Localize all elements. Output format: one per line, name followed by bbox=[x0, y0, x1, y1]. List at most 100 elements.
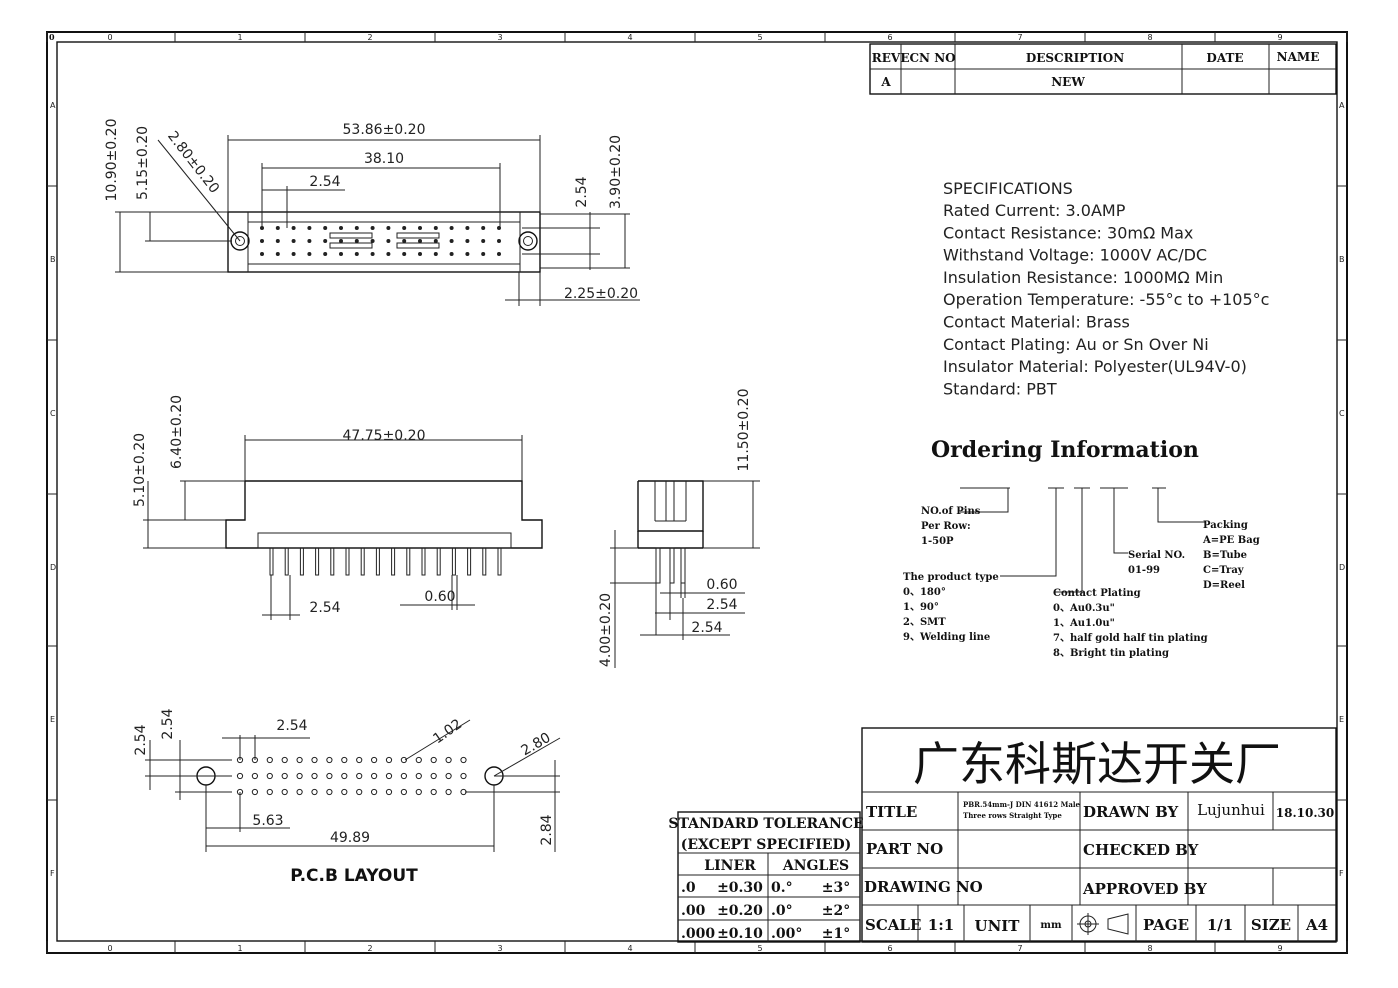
dim-hole-diameter: 2.80±0.20 bbox=[164, 128, 222, 196]
dim-top-pitch: 2.54 bbox=[309, 174, 340, 190]
ordering-pins-line: Per Row: bbox=[921, 521, 971, 532]
front-pin bbox=[360, 547, 365, 576]
tolerance-table: STANDARD TOLERANCE (EXCEPT SPECIFIED) LI… bbox=[668, 811, 864, 943]
name-header: NAME bbox=[1277, 50, 1320, 64]
top-pin bbox=[402, 252, 407, 256]
front-pin bbox=[451, 547, 456, 576]
front-pin bbox=[482, 547, 487, 576]
frame-col-label-top: 4 bbox=[627, 33, 632, 42]
dim-body-width: 47.75±0.20 bbox=[343, 428, 426, 444]
title-label: TITLE bbox=[866, 803, 917, 821]
top-pin bbox=[497, 239, 501, 243]
pcb-hole bbox=[266, 756, 273, 764]
frame-col-label-top: 8 bbox=[1147, 33, 1152, 42]
top-pin bbox=[497, 252, 501, 256]
dim-pin-length: 4.00±0.20 bbox=[598, 593, 614, 667]
pcb-hole bbox=[415, 788, 422, 796]
frame-row-label-left: C bbox=[50, 409, 56, 418]
pcb-hole bbox=[296, 772, 303, 780]
frame-row-label-left: A bbox=[50, 101, 56, 110]
top-pin bbox=[260, 252, 264, 256]
tolerance-cell: ±1° bbox=[822, 926, 850, 942]
top-pin bbox=[418, 252, 422, 256]
top-pin bbox=[465, 239, 470, 243]
top-pin bbox=[449, 252, 454, 256]
pcb-hole bbox=[326, 772, 333, 780]
front-pin bbox=[391, 547, 396, 576]
pcb-hole bbox=[356, 788, 363, 796]
pcb-hole bbox=[341, 788, 348, 796]
top-pin bbox=[323, 239, 328, 243]
frame-col-label-top: 9 bbox=[1277, 33, 1282, 42]
dim-side-height: 11.50±0.20 bbox=[736, 389, 752, 472]
frame-row-label-left: B bbox=[50, 255, 56, 264]
tolerance-linear-header: LINER bbox=[704, 858, 756, 874]
top-pin bbox=[433, 239, 438, 243]
pcb-hole bbox=[430, 788, 437, 796]
tolerance-cell: .000 bbox=[681, 926, 715, 942]
frame-col-label-bottom: 0 bbox=[107, 944, 112, 953]
drawn-by-label: DRAWN BY bbox=[1083, 803, 1179, 821]
tolerance-cell: ±2° bbox=[822, 903, 850, 919]
top-pin bbox=[418, 239, 422, 243]
unit-label: UNIT bbox=[975, 917, 1021, 935]
top-pin bbox=[386, 252, 391, 256]
ordering-product-type-line: 0、180° bbox=[903, 587, 946, 598]
ordering-product-type-line: The product type bbox=[903, 572, 999, 583]
ordering-plating-line: 1、Au1.0u" bbox=[1053, 618, 1115, 629]
company-name: 广东科斯达开关厂 bbox=[913, 737, 1281, 791]
ordering-serial-line: Serial NO. bbox=[1128, 550, 1185, 561]
top-pin bbox=[402, 226, 407, 230]
checked-by-label: CHECKED BY bbox=[1083, 841, 1199, 859]
dim-upper-height: 6.40±0.20 bbox=[169, 395, 185, 469]
page-value: 1/1 bbox=[1207, 916, 1233, 934]
pcb-hole bbox=[430, 772, 437, 780]
top-pin bbox=[354, 239, 359, 243]
ordering-plating-line: 8、Bright tin plating bbox=[1053, 648, 1169, 659]
top-pin bbox=[354, 226, 359, 230]
frame-col-label-bottom: 3 bbox=[497, 944, 502, 953]
pcb-hole bbox=[266, 772, 273, 780]
pcb-hole bbox=[400, 788, 407, 796]
ordering-pins-line: NO.of Pins bbox=[921, 506, 981, 517]
frame-col-label-top: 5 bbox=[757, 33, 762, 42]
front-view: 47.75±0.20 6.40±0.20 5.10±0.20 2.54 0.60 bbox=[132, 395, 543, 620]
frame-row-label-left: E bbox=[50, 715, 55, 724]
frame-col-label-top: 3 bbox=[497, 33, 502, 42]
top-pin bbox=[260, 239, 264, 243]
pcb-hole bbox=[281, 788, 288, 796]
spec-item: Contact Resistance: 30mΩ Max bbox=[943, 223, 1193, 242]
pcb-dim-offset: 5.63 bbox=[252, 813, 283, 829]
tolerance-subtitle: (EXCEPT SPECIFIED) bbox=[681, 837, 851, 853]
top-pin bbox=[481, 239, 486, 243]
pcb-hole bbox=[400, 772, 407, 780]
frame-col-label-bottom: 7 bbox=[1017, 944, 1022, 953]
tolerance-cell: ±3° bbox=[822, 880, 850, 896]
dim-overall-width: 53.86±0.20 bbox=[343, 122, 426, 138]
ordering-product-type-line: 9、Welding line bbox=[903, 632, 990, 643]
pcb-hole bbox=[251, 788, 258, 796]
top-pin bbox=[370, 252, 375, 256]
pcb-hole bbox=[445, 788, 452, 796]
pcb-hole bbox=[430, 756, 437, 764]
pcb-hole bbox=[251, 772, 258, 780]
size-value: A4 bbox=[1305, 916, 1328, 934]
spec-item: Contact Material: Brass bbox=[943, 313, 1130, 332]
dim-flange-width: 2.25±0.20 bbox=[564, 286, 638, 302]
dim-side-pitch-a: 2.54 bbox=[706, 597, 737, 613]
frame-col-label-top: 6 bbox=[887, 33, 892, 42]
front-pin bbox=[315, 547, 320, 576]
ordering-product-type-line: 1、90° bbox=[903, 602, 939, 613]
ordering-packing-line: D=Reel bbox=[1203, 580, 1245, 591]
frame-col-label-bottom: 1 bbox=[237, 944, 242, 953]
front-pin bbox=[467, 547, 472, 576]
front-pin bbox=[497, 547, 502, 576]
pcb-hole bbox=[281, 772, 288, 780]
pcb-hole bbox=[326, 788, 333, 796]
pcb-hole bbox=[296, 788, 303, 796]
part-no-label: PART NO bbox=[866, 840, 943, 858]
frame-row-label-right: D bbox=[1339, 563, 1345, 572]
frame-col-label-top: 2 bbox=[367, 33, 372, 42]
frame-col-label-top: 7 bbox=[1017, 33, 1022, 42]
